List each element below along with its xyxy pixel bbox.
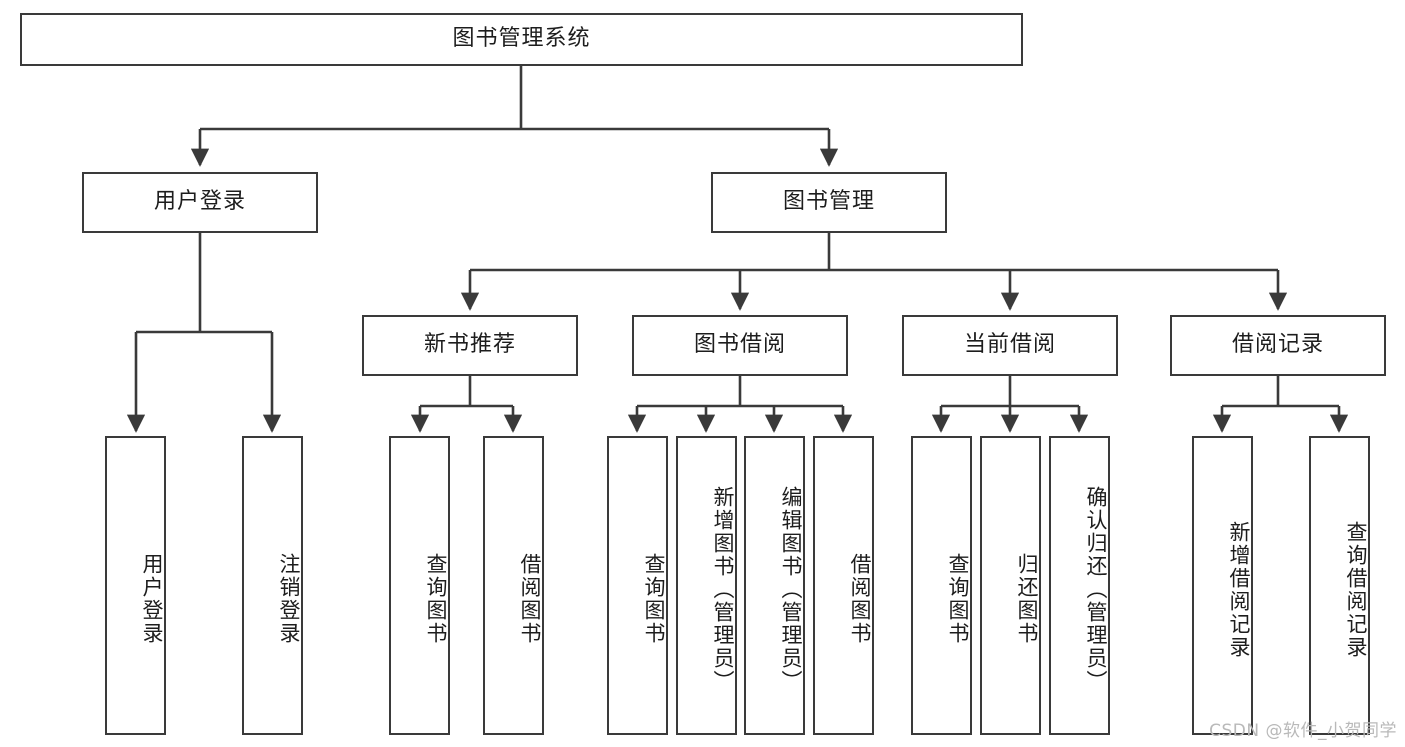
leaf-borrow-record-query-record[interactable]: 查询借阅记录 [1309, 436, 1370, 735]
node-label: 查询图书 [642, 552, 666, 645]
node-label: 编辑图书（管理员） [779, 486, 803, 693]
node-book-borrow[interactable]: 图书借阅 [632, 315, 848, 376]
csdn-watermark: CSDN @软件_小贺同学 [1209, 721, 1397, 741]
node-root-book-management-system[interactable]: 图书管理系统 [20, 13, 1023, 66]
leaf-user-login-login[interactable]: 用户登录 [105, 436, 166, 735]
leaf-book-borrow-edit-book-admin[interactable]: 编辑图书（管理员） [744, 436, 805, 735]
leaf-current-borrow-return-book[interactable]: 归还图书 [980, 436, 1041, 735]
node-book-management[interactable]: 图书管理 [711, 172, 947, 233]
node-label: 新增图书（管理员） [711, 486, 735, 693]
leaf-current-borrow-confirm-return-admin[interactable]: 确认归还（管理员） [1049, 436, 1110, 735]
leaf-book-borrow-borrow-book[interactable]: 借阅图书 [813, 436, 874, 735]
node-current-borrow[interactable]: 当前借阅 [902, 315, 1118, 376]
leaf-current-borrow-query-book[interactable]: 查询图书 [911, 436, 972, 735]
node-label: 借阅图书 [848, 552, 872, 645]
node-borrow-record[interactable]: 借阅记录 [1170, 315, 1386, 376]
node-label: 新增借阅记录 [1227, 520, 1251, 659]
node-label: 用户登录 [140, 552, 164, 645]
leaf-book-borrow-query-book[interactable]: 查询图书 [607, 436, 668, 735]
node-label: 查询图书 [946, 552, 970, 645]
node-label: 新书推荐 [423, 332, 516, 358]
node-label: 图书借阅 [693, 332, 786, 358]
node-label: 借阅记录 [1231, 332, 1324, 358]
node-label: 图书管理 [782, 189, 875, 215]
node-new-book-recommend[interactable]: 新书推荐 [362, 315, 578, 376]
leaf-new-book-borrow-book[interactable]: 借阅图书 [483, 436, 544, 735]
leaf-borrow-record-add-record[interactable]: 新增借阅记录 [1192, 436, 1253, 735]
node-label: 借阅图书 [518, 552, 542, 645]
node-label: 图书管理系统 [452, 26, 591, 52]
leaf-book-borrow-add-book-admin[interactable]: 新增图书（管理员） [676, 436, 737, 735]
node-label: 查询借阅记录 [1344, 520, 1368, 659]
node-label: 注销登录 [277, 552, 301, 645]
node-label: 用户登录 [153, 189, 246, 215]
leaf-user-login-logout[interactable]: 注销登录 [242, 436, 303, 735]
leaf-new-book-query-book[interactable]: 查询图书 [389, 436, 450, 735]
node-label: 归还图书 [1015, 552, 1039, 645]
node-label: 当前借阅 [963, 332, 1056, 358]
node-label: 查询图书 [424, 552, 448, 645]
node-label: 确认归还（管理员） [1084, 486, 1108, 693]
node-user-login[interactable]: 用户登录 [82, 172, 318, 233]
